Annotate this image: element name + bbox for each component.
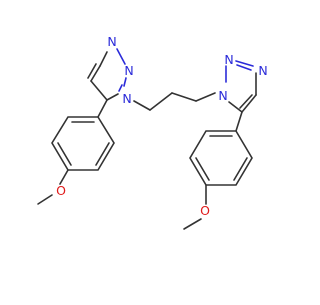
- bond: [183, 218, 202, 230]
- bond: [99, 51, 108, 67]
- atom-n-1: N: [107, 34, 116, 49]
- bond: [133, 100, 151, 111]
- bond: [233, 157, 248, 181]
- bond: [228, 101, 243, 113]
- left-triazole-ring: [87, 48, 127, 101]
- molecule-diagram: N N N O N N N O: [37, 34, 268, 230]
- atom-n-4: N: [224, 52, 233, 67]
- atom-o-right: O: [200, 203, 210, 218]
- atom-n-3: N: [122, 91, 131, 106]
- propyl-linker: [133, 92, 216, 111]
- bond: [236, 64, 252, 71]
- bond: [57, 142, 72, 166]
- bond: [235, 111, 243, 132]
- right-triazole-ring: [225, 60, 257, 113]
- bond: [195, 92, 216, 102]
- left-aryl-ring: [37, 99, 115, 205]
- structure-svg: N N N O N N N O: [37, 34, 268, 230]
- bond: [87, 63, 97, 79]
- bond: [90, 65, 101, 82]
- atom-o-left: O: [56, 183, 66, 198]
- bond: [106, 93, 119, 101]
- bond: [171, 92, 197, 102]
- bond: [90, 80, 108, 101]
- atom-n-5: N: [258, 63, 267, 78]
- bond: [116, 48, 126, 65]
- atom-n-6: N: [218, 88, 227, 103]
- atom-n-2: N: [124, 63, 133, 78]
- bond: [123, 77, 127, 87]
- bond: [95, 142, 110, 166]
- bond: [118, 84, 123, 92]
- bond: [97, 99, 108, 118]
- benzene-ring: [51, 116, 115, 171]
- right-aryl-ring: [183, 111, 253, 230]
- bond: [239, 94, 253, 109]
- bond: [149, 92, 173, 111]
- bond: [195, 157, 210, 181]
- bond: [235, 60, 254, 67]
- bond: [241, 94, 257, 113]
- bond: [37, 194, 53, 205]
- bond: [59, 169, 69, 185]
- benzene-ring: [189, 130, 253, 186]
